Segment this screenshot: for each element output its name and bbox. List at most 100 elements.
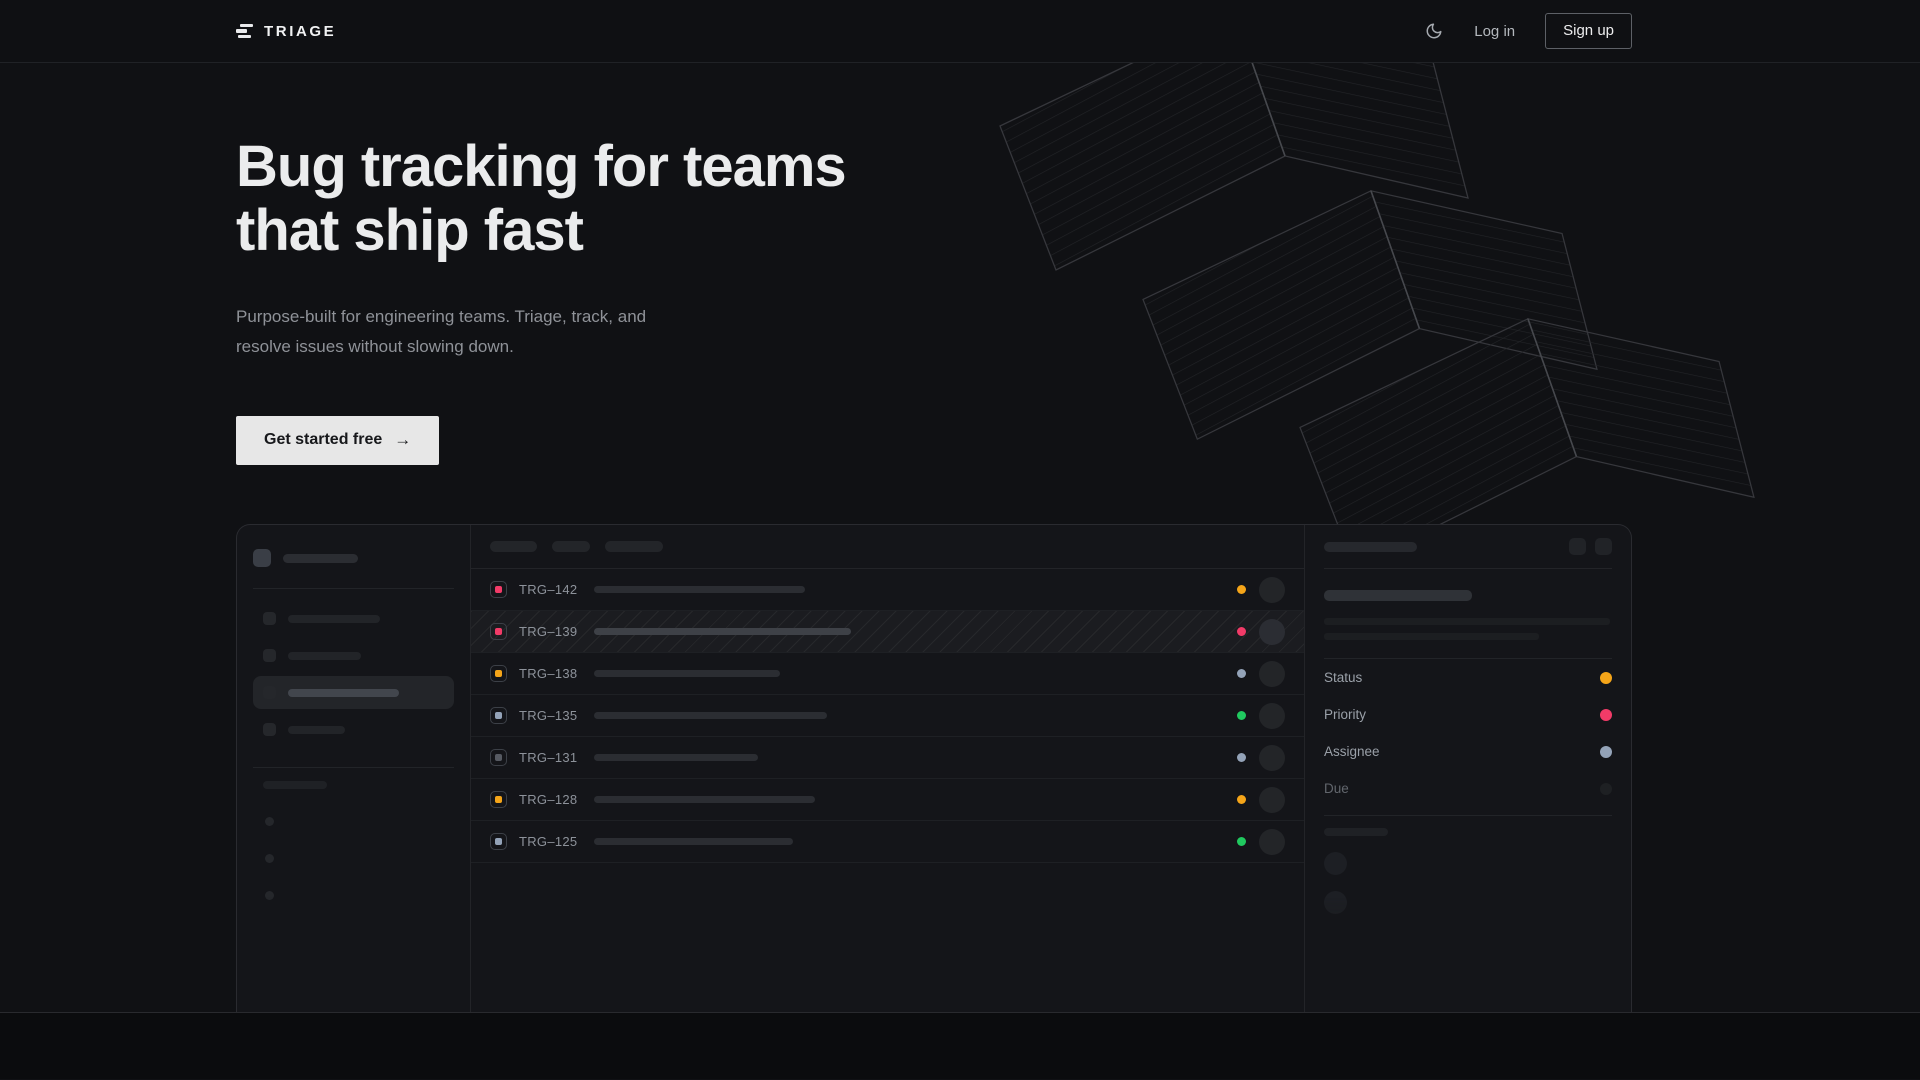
issue-row[interactable]: TRG–142 <box>471 569 1304 611</box>
issue-list-panel: TRG–142 TRG–139 TRG–138 TRG–135 TRG–131 … <box>471 525 1305 1012</box>
assignee-avatar <box>1259 618 1285 645</box>
issue-row[interactable]: TRG–138 <box>471 653 1304 695</box>
property-value-dot <box>1600 671 1612 684</box>
assignee-avatar <box>1259 576 1285 603</box>
issue-type-icon[interactable] <box>490 581 507 598</box>
workspace-switcher[interactable] <box>253 549 454 567</box>
divider <box>1324 815 1612 816</box>
brand[interactable]: TRIAGE <box>236 23 336 40</box>
property-label: Status <box>1324 670 1363 685</box>
triage-logo-icon <box>236 23 253 39</box>
issue-title-skeleton <box>594 838 794 845</box>
detail-title-skeleton <box>1324 590 1472 601</box>
issue-row[interactable]: TRG–125 <box>471 821 1304 863</box>
status-dot <box>1237 669 1246 678</box>
issue-list: TRG–142 TRG–139 TRG–138 TRG–135 TRG–131 … <box>471 569 1304 863</box>
arrow-right-icon: → <box>394 430 412 450</box>
status-dot <box>1237 585 1246 594</box>
property-row[interactable]: Priority <box>1324 696 1612 733</box>
issue-type-icon[interactable] <box>490 791 507 808</box>
issue-type-icon[interactable] <box>490 623 507 640</box>
wireframe-decoration <box>999 63 1755 543</box>
signup-button[interactable]: Sign up <box>1545 13 1632 49</box>
issue-type-icon[interactable] <box>490 707 507 724</box>
issue-id: TRG–142 <box>519 582 578 597</box>
filter-tab-skeleton[interactable] <box>490 541 537 552</box>
sidebar-item-skeleton <box>288 688 399 697</box>
property-value-dot <box>1600 708 1612 721</box>
detail-description-skeleton <box>1324 618 1610 625</box>
detail-header <box>1324 525 1612 569</box>
issue-row[interactable]: TRG–135 <box>471 695 1304 737</box>
sidebar-item-skeleton <box>288 725 345 734</box>
status-dot <box>1237 795 1246 804</box>
filter-tab-skeleton[interactable] <box>605 541 663 552</box>
status-dot <box>1237 627 1246 636</box>
detail-header-skeleton <box>1324 541 1417 552</box>
top-nav: TRIAGE Log in Sign up <box>0 0 1920 63</box>
divider <box>1324 658 1612 659</box>
issue-type-icon[interactable] <box>490 833 507 850</box>
status-dot <box>1237 753 1246 762</box>
theme-toggle-moon-icon[interactable] <box>1424 21 1444 41</box>
issue-id: TRG–128 <box>519 792 578 807</box>
property-value-dot <box>1600 782 1612 795</box>
hero-subtitle: Purpose-built for engineering teams. Tri… <box>236 306 647 356</box>
issue-title-skeleton <box>594 712 828 719</box>
issue-id: TRG–125 <box>519 834 578 849</box>
property-label: Priority <box>1324 707 1367 722</box>
login-link[interactable]: Log in <box>1474 22 1516 40</box>
property-row[interactable]: Status <box>1324 659 1612 696</box>
sidebar-dot-item <box>265 854 274 863</box>
sidebar-item-icon <box>263 686 276 699</box>
status-dot <box>1237 837 1246 846</box>
detail-action-button[interactable] <box>1569 538 1586 555</box>
issue-row[interactable]: TRG–131 <box>471 737 1304 779</box>
sidebar-item[interactable] <box>253 602 454 635</box>
issue-row[interactable]: TRG–139 <box>471 611 1304 653</box>
issue-id: TRG–139 <box>519 624 578 639</box>
assignee-avatar <box>1259 828 1285 855</box>
sidebar-item-icon <box>263 723 276 736</box>
assignee-avatar <box>1259 702 1285 729</box>
issue-title-skeleton <box>594 754 759 761</box>
sidebar-item[interactable] <box>253 713 454 746</box>
assignee-avatar <box>1259 744 1285 771</box>
issue-row[interactable]: TRG–128 <box>471 779 1304 821</box>
sidebar-item-active[interactable] <box>253 676 454 709</box>
brand-name: TRIAGE <box>264 22 337 40</box>
workspace-name-skeleton <box>283 553 358 563</box>
property-label: Due <box>1324 781 1349 796</box>
issue-title-skeleton <box>594 796 816 803</box>
property-row[interactable]: Due <box>1324 770 1612 807</box>
get-started-button[interactable]: Get started free → <box>236 415 440 465</box>
sidebar-section-label-skeleton <box>263 781 327 789</box>
property-label: Assignee <box>1324 744 1380 759</box>
sidebar-item-icon <box>263 649 276 662</box>
activity-avatar <box>1324 891 1347 914</box>
sidebar-dot-item <box>265 891 274 900</box>
divider <box>253 767 454 768</box>
sidebar-item-icon <box>263 612 276 625</box>
property-row[interactable]: Assignee <box>1324 733 1612 770</box>
issue-title-skeleton <box>594 586 806 593</box>
workspace-icon <box>253 549 271 567</box>
sidebar-dot-item <box>265 817 274 826</box>
issue-title-skeleton <box>594 670 781 677</box>
property-list: Status Priority Assignee Due <box>1324 659 1612 807</box>
mockup-sidebar <box>237 525 471 1012</box>
status-dot <box>1237 711 1246 720</box>
issue-type-icon[interactable] <box>490 749 507 766</box>
issue-detail-panel: Status Priority Assignee Due <box>1305 525 1631 1012</box>
assignee-avatar <box>1259 660 1285 687</box>
filter-tab-skeleton[interactable] <box>552 541 590 552</box>
app-mockup-card: TRG–142 TRG–139 TRG–138 TRG–135 TRG–131 … <box>236 524 1632 1012</box>
hero-section: Bug tracking for teams that ship fast Pu… <box>0 63 1920 1013</box>
detail-action-button[interactable] <box>1595 538 1612 555</box>
sidebar-item-skeleton <box>288 651 361 660</box>
issue-type-icon[interactable] <box>490 665 507 682</box>
page-title: Bug tracking for teams that ship fast <box>236 134 847 264</box>
issue-id: TRG–138 <box>519 666 578 681</box>
sidebar-item-skeleton <box>288 614 380 623</box>
sidebar-item[interactable] <box>253 639 454 672</box>
